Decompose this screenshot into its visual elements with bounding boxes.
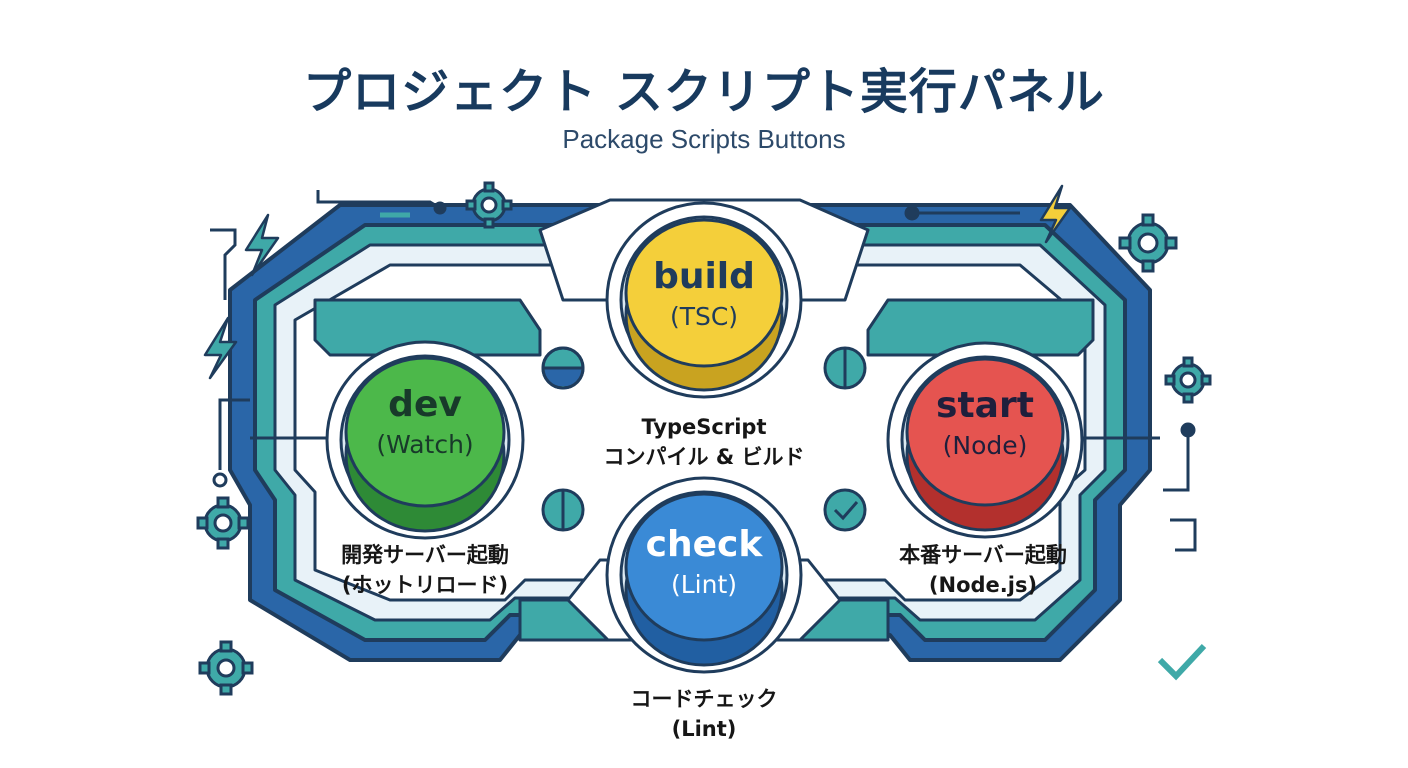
dev-button-cap	[344, 356, 506, 508]
start-caption-line2: (Node.js)	[928, 573, 1038, 597]
circuit-line	[218, 398, 250, 470]
build-button-label: build	[653, 256, 755, 297]
build-caption: TypeScript コンパイル & ビルド	[574, 412, 834, 472]
dev-button[interactable]: dev (Watch)	[346, 358, 504, 508]
build-button-sub: (TSC)	[669, 302, 739, 331]
gear-icon	[1118, 213, 1178, 273]
check-caption: コードチェック (Lint)	[594, 684, 814, 744]
flag-icon	[1170, 518, 1197, 552]
gear-icon	[1164, 356, 1212, 404]
dev-caption-line2: (ホットリロード)	[341, 573, 509, 597]
right-band	[866, 298, 1095, 357]
gear-icon	[465, 181, 513, 229]
checkmark-icon	[833, 501, 859, 521]
page-title: プロジェクト スクリプト実行パネル	[303, 64, 1105, 120]
check-button-sub: (Lint)	[670, 570, 738, 599]
gear-icon	[196, 496, 250, 550]
dev-caption: 開発サーバー起動 (ホットリロード)	[310, 540, 540, 600]
dev-caption-line1: 開発サーバー起動	[341, 543, 509, 567]
build-button-cap	[624, 218, 784, 368]
check-button-label: check	[645, 524, 763, 565]
start-caption: 本番サーバー起動 (Node.js)	[868, 540, 1098, 600]
build-caption-line2: コンパイル & ビルド	[603, 445, 805, 469]
build-caption-line1: TypeScript	[641, 415, 767, 439]
start-caption-line1: 本番サーバー起動	[899, 543, 1067, 567]
build-button[interactable]: build (TSC)	[626, 220, 782, 366]
page-subtitle: Package Scripts Buttons	[562, 124, 846, 154]
check-caption-line1: コードチェック	[630, 687, 778, 711]
check-caption-line2: (Lint)	[671, 717, 737, 741]
dev-button-sub: (Watch)	[376, 430, 474, 459]
toggle-bottom-right	[823, 488, 867, 532]
lightning-icon	[203, 316, 238, 380]
lightning-icon	[244, 213, 280, 277]
circuit-line	[210, 228, 237, 300]
start-button-label: start	[936, 385, 1034, 426]
check-button-cap	[624, 492, 784, 642]
start-button[interactable]: start (Node)	[907, 359, 1063, 505]
lightning-icon	[1039, 184, 1072, 244]
check-button[interactable]: check (Lint)	[626, 494, 782, 640]
circuit-line	[1163, 430, 1190, 492]
start-button-sub: (Node)	[942, 431, 1028, 460]
gear-icon	[198, 640, 254, 696]
start-button-cap	[905, 357, 1065, 507]
checkmark-icon	[1157, 643, 1207, 681]
left-band	[313, 298, 542, 357]
dev-button-label: dev	[388, 384, 462, 425]
